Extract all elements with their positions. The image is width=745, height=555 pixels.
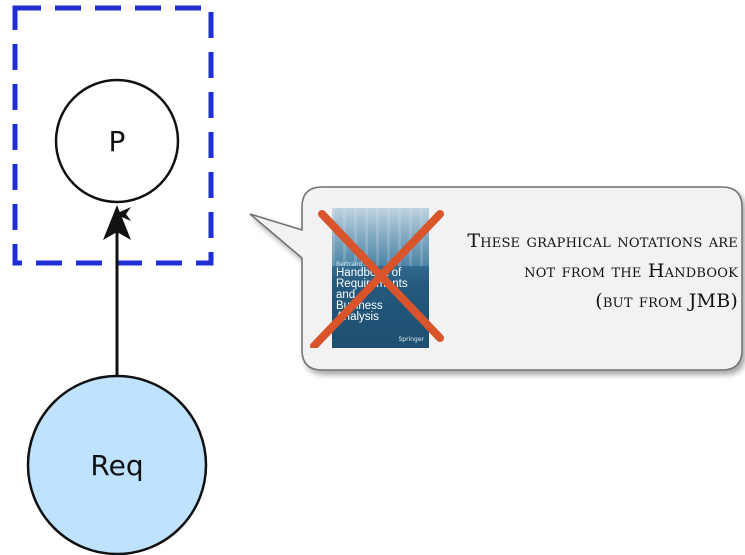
callout-line: These graphical notations are <box>467 230 738 252</box>
callout-line: (but from JMB) <box>595 290 738 312</box>
node-req-label: Req <box>90 449 143 482</box>
dashed-boundary-box <box>12 5 214 266</box>
node-p-circle <box>54 78 180 204</box>
book-title-line: Business Analysis <box>336 300 383 323</box>
book-title-line: Handbook of <box>336 267 402 279</box>
callout-text: These graphical notations are not from t… <box>452 226 738 316</box>
node-p-label: P <box>109 125 126 158</box>
arrowhead-icon <box>103 205 131 240</box>
cross-out-icon <box>310 210 444 348</box>
book-author: Bertrand M <box>336 261 370 268</box>
node-req-circle <box>26 374 208 555</box>
book-publisher: Springer <box>398 336 424 343</box>
callout-line: not from the Handbook <box>524 260 738 282</box>
